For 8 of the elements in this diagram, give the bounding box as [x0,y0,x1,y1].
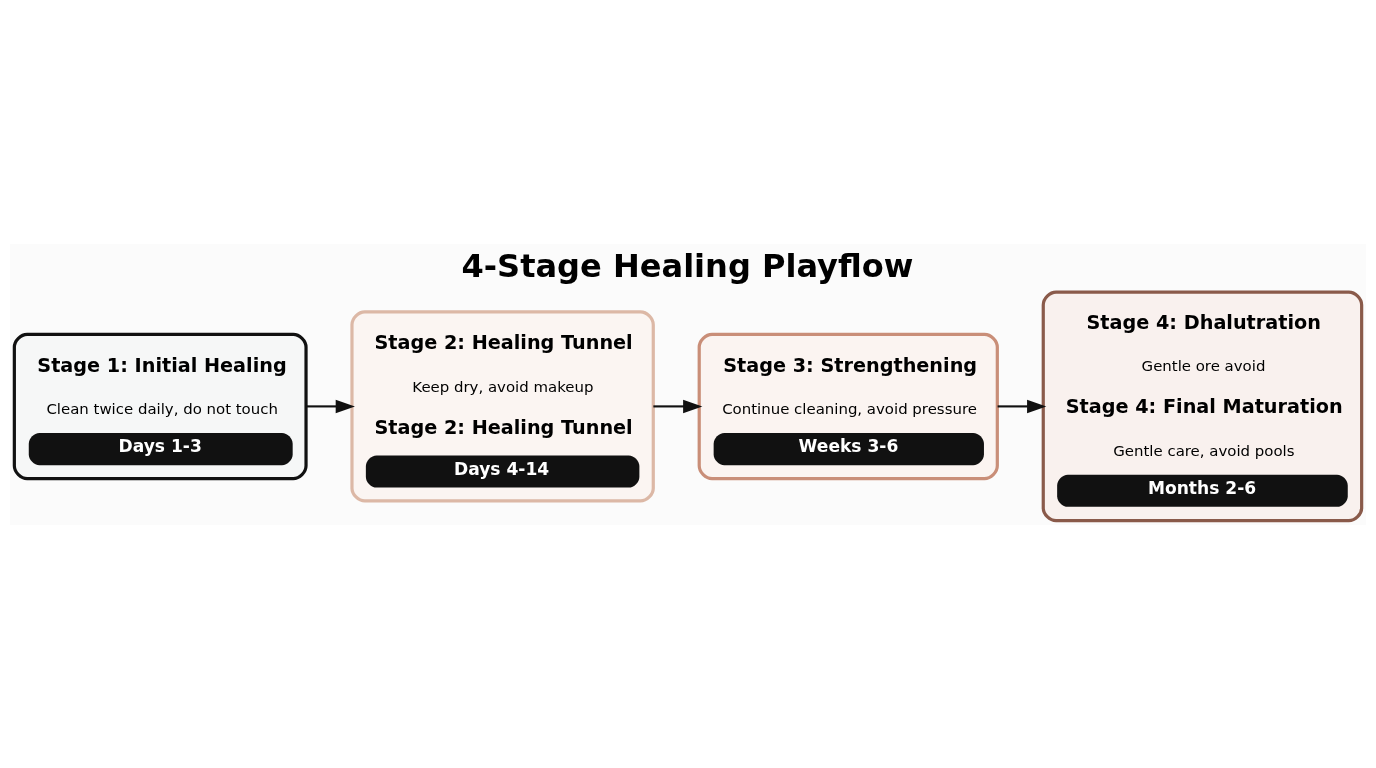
diagram-title: 4-Stage Healing Playflow [461,246,914,285]
arrow [997,399,1047,413]
node-box: Stage 3: Strengthening Continue cleaning, avoid pressure Weeks 3-6 [697,332,999,480]
arrow [306,399,355,413]
arrow [653,399,703,413]
node-box: Stage 2: Healing Tunnel Keep dry, avoid makeup Stage 2: Healing Tunnel Days 4-14 [350,309,655,503]
node-box: Stage 1: Initial Healing Clean twice daily, do not touch Days 1-3 [12,332,308,480]
node-box: Stage 4: Dhalutration Gentle ore avoid Stage 4: Final Maturation Gentle care, avoid pools Months 2-6 [1041,289,1364,522]
